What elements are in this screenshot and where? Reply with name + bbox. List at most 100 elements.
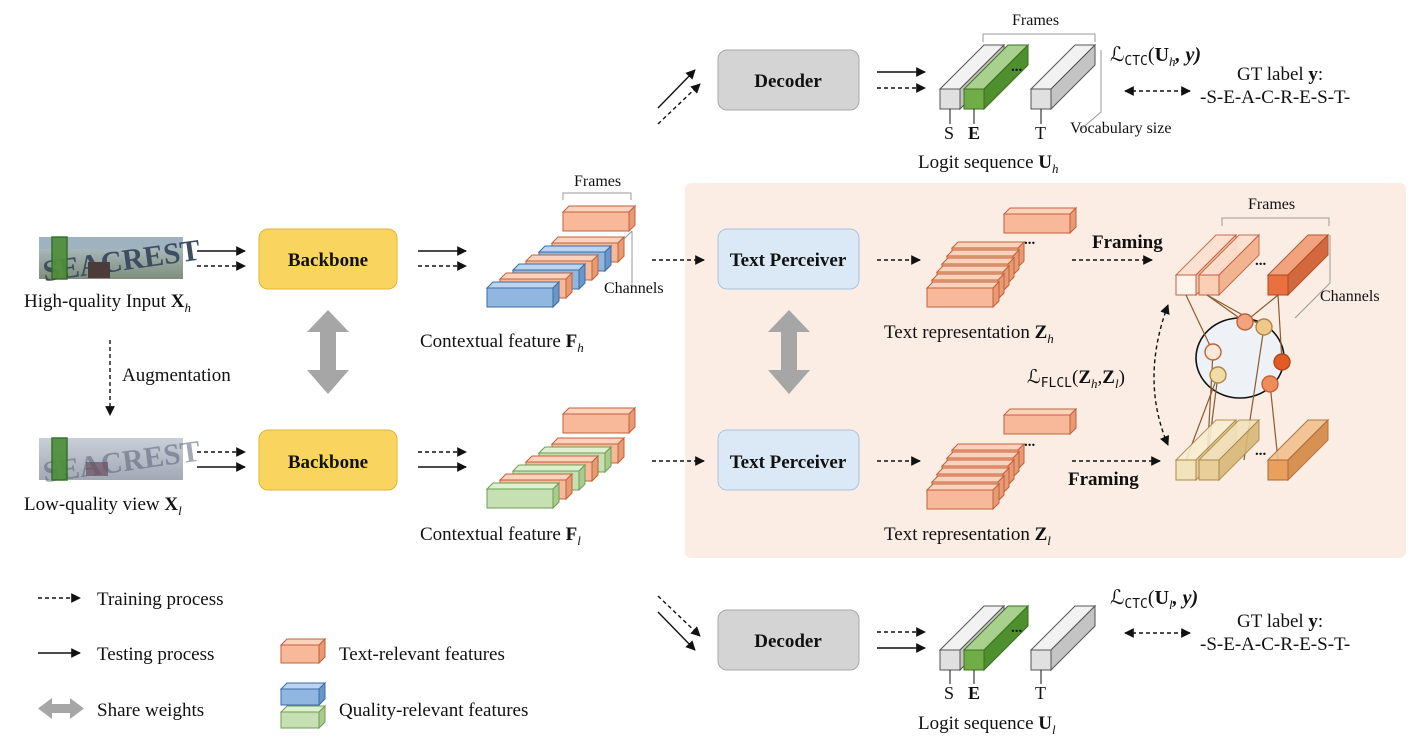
frame-vector [1266, 233, 1330, 297]
logit-vector [962, 43, 1030, 111]
frame-contrast-graph: Frames ... Channels ... ℒFLCL(Zh,Zl) [1027, 196, 1380, 482]
svg-text:Backbone: Backbone [288, 452, 368, 473]
logit-token-label: S [944, 683, 954, 703]
legend-share-icon [38, 698, 84, 719]
ctc-loss-high: ℒCTC(Uh, y) [1110, 44, 1201, 69]
svg-text:Text Perceiver: Text Perceiver [730, 250, 847, 271]
input-to-backbone-arrows-top [197, 246, 246, 271]
representation-slice [925, 482, 1001, 511]
svg-text:Framing: Framing [1092, 232, 1163, 253]
contrast-link [1185, 294, 1214, 353]
input-to-backbone-arrows-bottom [197, 447, 246, 472]
contextual-feature-low: ... [485, 406, 637, 510]
feature-cube-top [561, 204, 637, 233]
backbone-top: Backbone [258, 228, 398, 290]
text-perceiver-top: Text Perceiver [717, 228, 860, 290]
logit-token-label: S [944, 123, 954, 143]
low-quality-image: SEACREST [39, 435, 202, 489]
high-input-label: High-quality Input Xh [24, 291, 191, 315]
logit-vector [1029, 43, 1097, 111]
contextual-feature-low-label: Contextual feature Fl [420, 524, 581, 548]
svg-text:Frames: Frames [574, 173, 621, 190]
svg-text:Channels: Channels [604, 280, 664, 297]
svg-text:Text Perceiver: Text Perceiver [730, 452, 847, 473]
backbone-to-feature-arrows-top [418, 246, 467, 271]
augmentation-label: Augmentation [122, 365, 231, 386]
svg-text:Vocabulary size: Vocabulary size [1070, 120, 1171, 137]
representation-slice [925, 280, 1001, 309]
contrast-node [1255, 318, 1273, 336]
rep-cube-top [1002, 206, 1078, 235]
svg-text:Channels: Channels [1320, 288, 1380, 305]
svg-text:Decoder: Decoder [754, 71, 822, 92]
svg-text:Frames: Frames [1012, 12, 1059, 29]
logit-sequence-high-label: Logit sequence Uh [918, 152, 1059, 176]
frame-vector [1197, 233, 1261, 297]
rep-cube-top-low [1002, 407, 1078, 436]
legend-training-label: Training process [97, 589, 224, 610]
frame-vector [1197, 418, 1261, 482]
low-input-label: Low-quality view Xl [24, 494, 182, 518]
contrast-link [1269, 383, 1279, 461]
feature-cube-top-low [561, 406, 637, 435]
logit-sequence-low-label: Logit sequence Ul [918, 713, 1056, 737]
svg-text:...: ... [1024, 232, 1036, 248]
flcl-loss-label: ℒFLCL(Zh,Zl) [1027, 367, 1125, 391]
text-perceiver-bottom: Text Perceiver [717, 429, 860, 491]
logit-token-label: T [1035, 683, 1046, 703]
gt-seq-bottom: -S-E-A-C-R-E-S-T- [1200, 634, 1350, 655]
svg-text:Decoder: Decoder [754, 631, 822, 652]
contrast-link [1277, 294, 1283, 363]
feature-to-decoder-arrows-bottom [657, 595, 701, 651]
feature-slice [485, 481, 561, 510]
contrast-node [1273, 353, 1291, 371]
contrast-link [1206, 294, 1265, 328]
contrast-node [1204, 343, 1222, 361]
legend: Training process Testing process Share w… [38, 589, 528, 730]
framing-arrow-bottom: Framing [1068, 456, 1161, 490]
svg-text:...: ... [1024, 434, 1036, 450]
contextual-feature-high: Frames ... Channels [485, 173, 664, 309]
decoder-top: Decoder [717, 49, 860, 111]
decoder-bottom: Decoder [717, 609, 860, 671]
framing-arrow-top: Framing [1072, 232, 1163, 265]
share-weights-arrow-perceiver [768, 310, 810, 394]
legend-text-cube [279, 637, 327, 665]
contrast-node [1236, 313, 1254, 331]
legend-quality-label: Quality-relevant features [339, 700, 528, 721]
text-representation-high-label: Text representation Zh [884, 322, 1054, 346]
gt-label-bottom: GT label y: [1237, 611, 1323, 632]
gt-label-top: GT label y: [1237, 64, 1323, 85]
high-quality-image: SEACREST [39, 234, 202, 288]
logit-vector [962, 604, 1030, 672]
text-representation-low-label: Text representation Zl [884, 524, 1051, 548]
legend-quality-cubes [279, 681, 327, 730]
text-representation-high: ... [925, 206, 1078, 309]
logit-vector [1029, 604, 1097, 672]
frame-vector [1266, 418, 1330, 482]
svg-text:Frames: Frames [1248, 196, 1295, 213]
gt-seq-top: -S-E-A-C-R-E-S-T- [1200, 87, 1350, 108]
legend-share-label: Share weights [97, 700, 204, 721]
feature-to-decoder-arrows-top [657, 69, 701, 125]
legend-text-label: Text-relevant features [339, 644, 505, 665]
feature-slice [485, 280, 561, 309]
share-weights-arrow-backbone [307, 310, 349, 394]
svg-text:...: ... [1255, 443, 1267, 459]
contrast-node [1209, 366, 1227, 384]
logit-token-label: E [968, 683, 980, 703]
text-representation-low: ... [925, 407, 1078, 511]
decoder-to-logit-arrows-bottom [877, 627, 926, 653]
logit-token-label: E [968, 123, 980, 143]
contextual-feature-high-label: Contextual feature Fh [420, 331, 584, 355]
logit-token-label: T [1035, 123, 1046, 143]
decoder-to-logit-arrows-top [877, 67, 926, 93]
logit-ellipsis: ... [1011, 59, 1023, 75]
contrast-node [1261, 375, 1279, 393]
legend-testing-label: Testing process [97, 644, 214, 665]
svg-text:...: ... [1255, 253, 1267, 269]
svg-text:Framing: Framing [1068, 469, 1139, 490]
